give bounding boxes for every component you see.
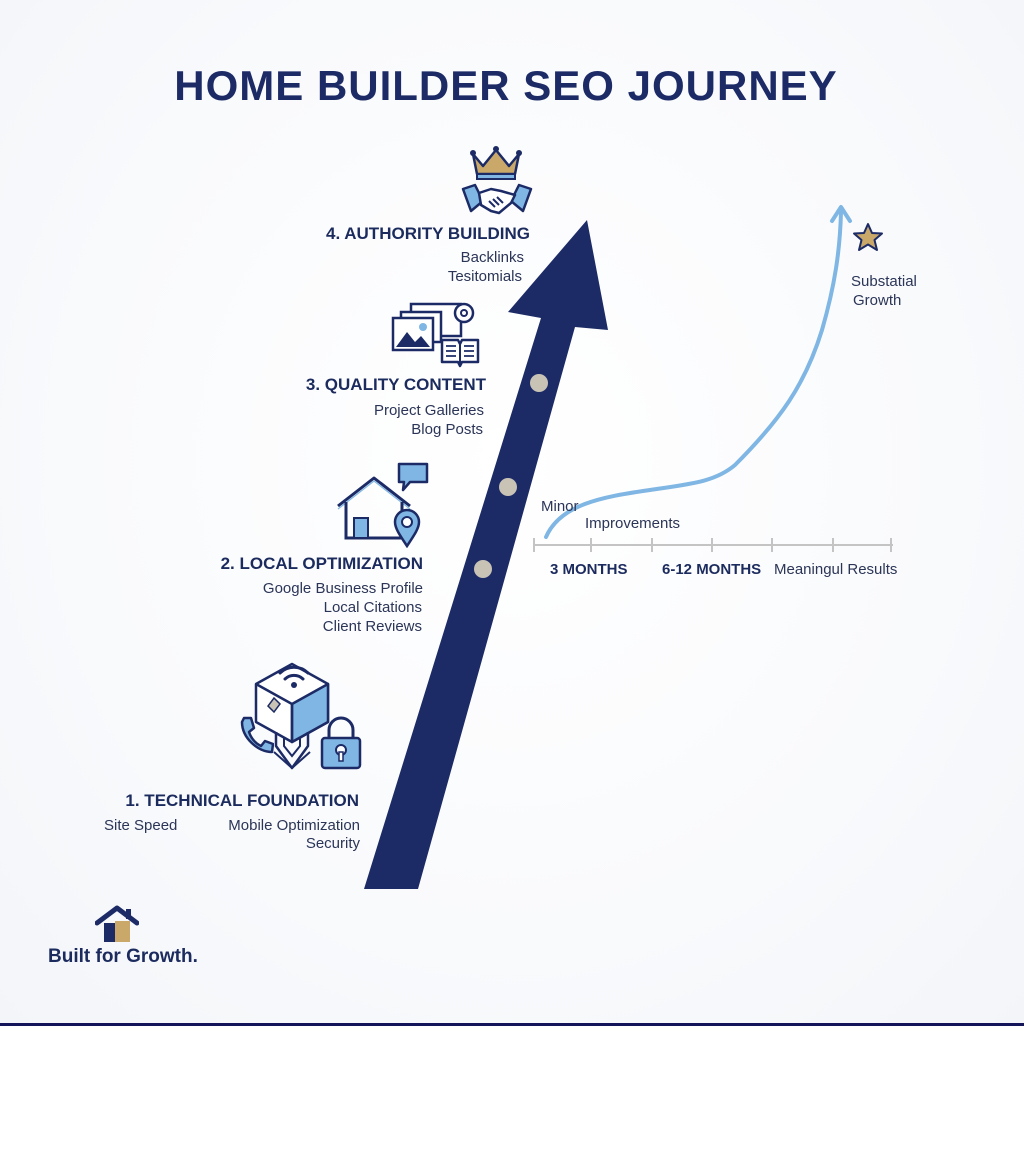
annotation-minor: Minor [541,498,579,515]
chat-bubble-icon [397,462,429,492]
annotation-growth-line1: Substatial [851,273,917,290]
annotation-improvements: Improvements [585,515,681,532]
stage-item: Site Speed [104,817,178,834]
stage-title-technical: 1. TECHNICAL FOUNDATION [125,791,359,810]
cube-server-icon [254,662,330,770]
stage-title-local: 2. LOCAL OPTIMIZATION [220,554,423,573]
book-icon [440,338,480,368]
lock-icon [320,716,362,770]
stage-item: Client Reviews [322,618,422,635]
stage-item: Local Citations [323,599,422,616]
timeline-ticks [533,538,892,552]
tick-label: 3 MONTHS [550,561,628,578]
milestone-dot [530,374,548,392]
stage-item: Mobile Optimization [228,817,360,834]
footer-tagline: Built for Growth. [48,946,198,967]
star-icon [853,223,883,251]
journey-arrow [364,220,608,889]
stage-item: Project Galleries [373,402,484,419]
wifi-icon [278,665,310,688]
handshake-icon [461,183,533,215]
house-icon [337,476,411,540]
stage-item: Tesitomials [447,268,522,285]
stage-item: Security [305,835,360,852]
stage-title-authority: 4. AUTHORITY BUILDING [325,224,530,243]
tick-label: Meaningul Results [774,561,898,578]
page-title: HOME BUILDER SEO JOURNEY [174,62,838,109]
stage-item: Google Business Profile [262,580,423,597]
footer-divider [0,1023,1024,1026]
growth-curve [544,210,843,539]
growth-curve-arrowhead [830,205,852,223]
phone-icon [240,716,274,754]
image-gallery-icon [391,302,475,352]
stage-item: Backlinks [460,249,524,266]
journey-graphic [364,205,893,889]
milestone-dot [474,560,492,578]
annotation-growth-line2: Growth [853,292,902,309]
crown-icon [470,146,522,180]
tick-label: 6-12 MONTHS [662,561,762,578]
stage-title-content: 3. QUALITY CONTENT [305,375,486,394]
home-logo-icon [95,905,139,942]
stage-item: Blog Posts [411,421,483,438]
map-pin-icon [393,508,421,548]
milestone-dot [499,478,517,496]
